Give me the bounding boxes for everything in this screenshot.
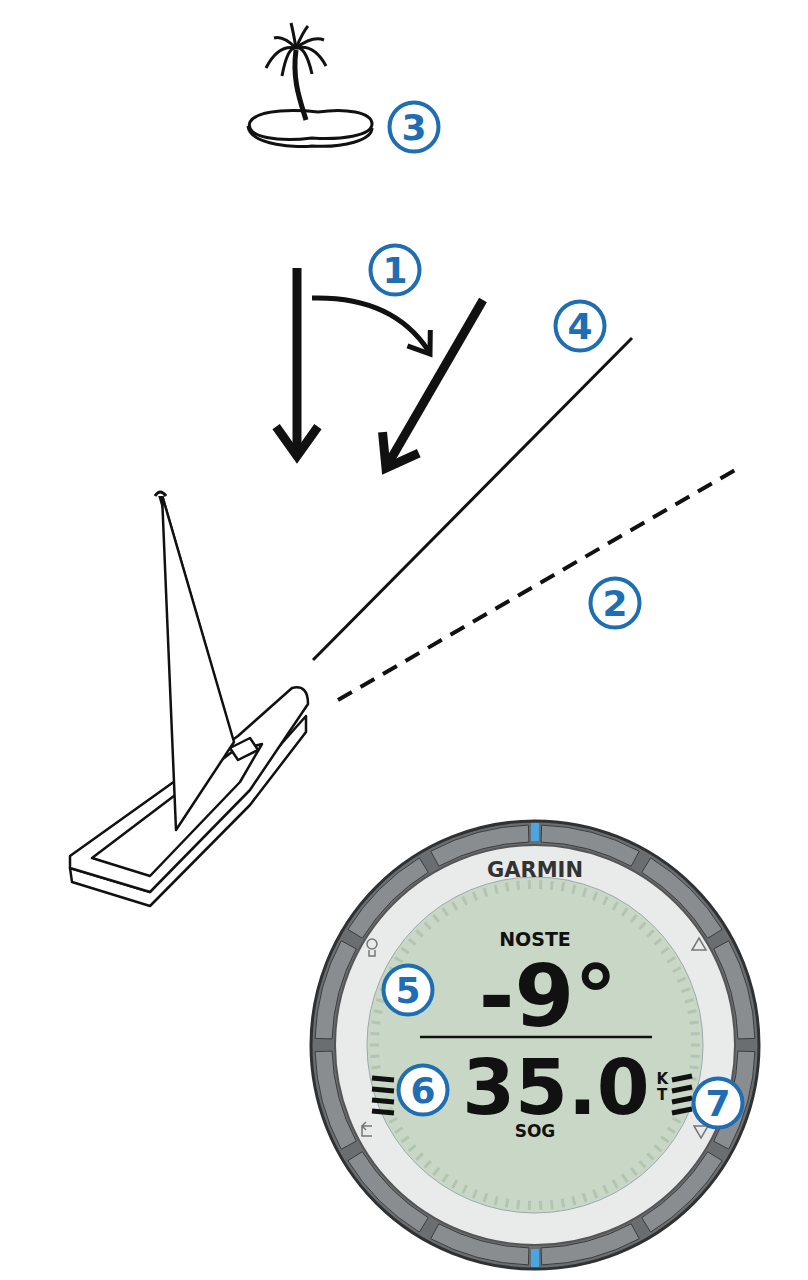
callout-number: 5 <box>381 963 435 1017</box>
sailboat <box>70 492 308 906</box>
watch <box>311 821 759 1269</box>
callout-number: 3 <box>387 100 441 154</box>
callout-number: 4 <box>553 299 607 353</box>
callout-number: 2 <box>588 576 642 630</box>
course-line <box>313 338 632 660</box>
unit-label: KT <box>656 1072 667 1104</box>
data-field-name: NOSTE <box>499 930 571 949</box>
callout-number: 6 <box>396 1063 450 1117</box>
callout-number: 1 <box>368 243 422 297</box>
arrow-head <box>383 432 419 468</box>
arrow-head <box>407 330 430 354</box>
heading-arrows <box>276 268 483 468</box>
callout-number: 2 <box>588 576 642 630</box>
callout-number: 6 <box>396 1063 450 1117</box>
arrow-head <box>276 427 318 456</box>
brand-name: GARMIN <box>487 860 583 881</box>
island <box>248 23 372 147</box>
track-line <box>338 470 735 700</box>
data-field-name: SOG <box>515 1123 556 1140</box>
callout-number: 5 <box>381 963 435 1017</box>
data-value: 35.0 <box>462 1050 650 1126</box>
data-value: -9° <box>479 953 618 1039</box>
callout-number: 7 <box>691 1076 745 1130</box>
callout-number: 4 <box>553 299 607 353</box>
callout-number: 1 <box>368 243 422 297</box>
callout-number: 3 <box>387 100 441 154</box>
callout-number: 7 <box>691 1076 745 1130</box>
